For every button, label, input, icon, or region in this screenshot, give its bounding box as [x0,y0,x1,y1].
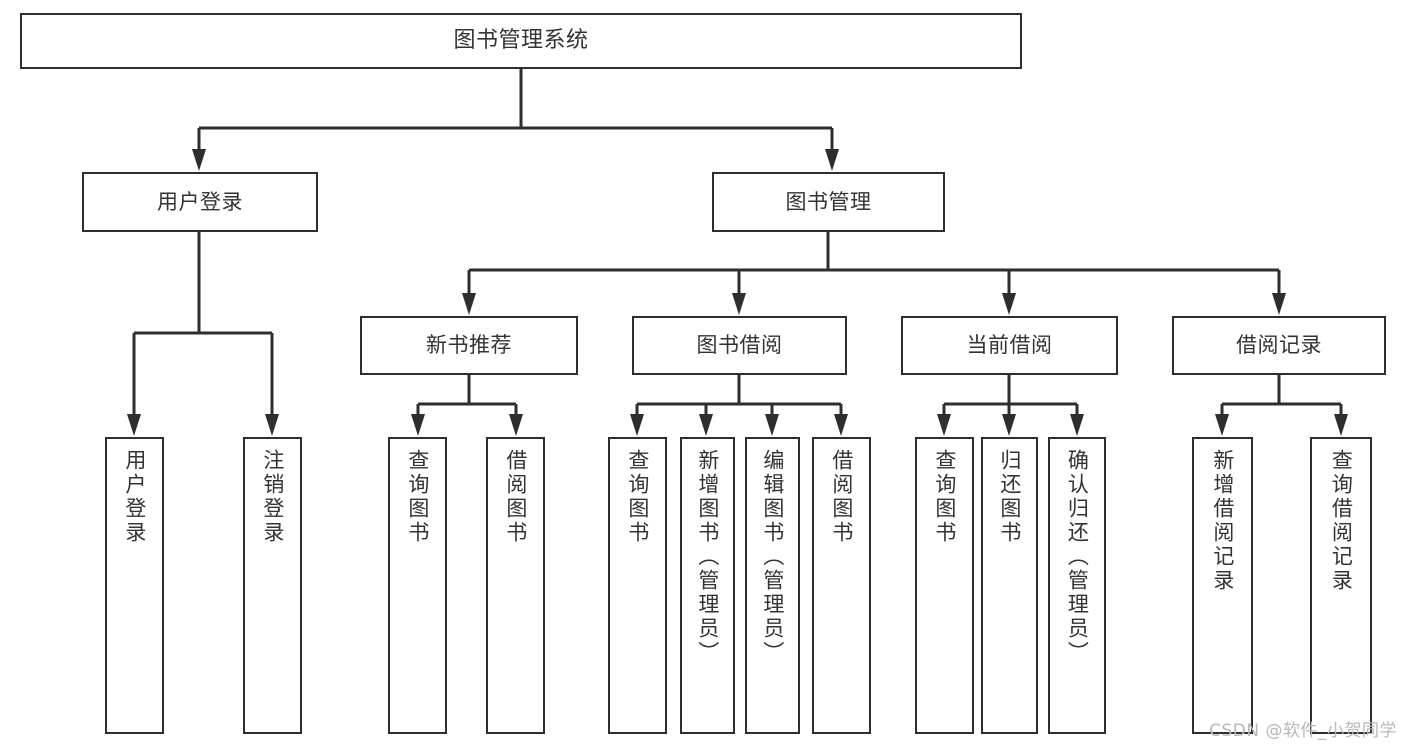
node-leaf-query-book-1: 查询图书 [388,437,447,734]
node-leaf-query-borrow-record: 查询借阅记录 [1310,437,1372,734]
node-leaf-return-book: 归还图书 [981,437,1038,734]
node-leaf-borrow-book-1: 借阅图书 [486,437,545,734]
node-label: 查询图书 [932,449,957,545]
arrowhead [1002,414,1016,436]
connector-path [197,69,834,160]
arrowhead [630,414,644,436]
node-label: 借阅图书 [503,449,528,545]
watermark: CSDN @软件_小贺同学 [1209,721,1397,741]
node-leaf-add-book-admin: 新增图书（管理员） [680,437,735,734]
arrowhead [265,414,279,436]
arrowhead [1272,293,1286,315]
node-leaf-user-login: 用户登录 [105,437,164,734]
node-label: 图书借阅 [696,333,783,358]
arrowhead [765,414,779,436]
node-new-book-recommend: 新书推荐 [360,316,578,375]
node-root-system: 图书管理系统 [20,13,1022,69]
arrowhead [411,414,425,436]
node-label: 新增图书（管理员） [695,449,720,665]
connector-path [1220,375,1343,425]
arrowhead [699,414,713,436]
node-label: 当前借阅 [966,333,1053,358]
node-label: 确认归还（管理员） [1065,449,1090,665]
connector-path [416,375,518,425]
node-label: 借阅记录 [1236,333,1322,358]
node-leaf-confirm-return-admin: 确认归还（管理员） [1048,437,1106,734]
node-leaf-query-book-2: 查询图书 [608,437,667,734]
node-current-borrow: 当前借阅 [901,316,1118,375]
arrowhead [127,414,141,436]
node-label: 新书推荐 [426,333,512,358]
node-label: 查询图书 [405,449,430,545]
connector-path [132,232,274,425]
node-label: 用户登录 [157,189,243,214]
arrowhead [509,414,523,436]
node-label: 新增借阅记录 [1210,449,1235,593]
node-leaf-add-borrow-record: 新增借阅记录 [1192,437,1253,734]
node-borrow-record: 借阅记录 [1172,316,1386,375]
node-leaf-edit-book-admin: 编辑图书（管理员） [745,437,800,734]
node-label: 注销登录 [260,449,285,545]
node-label: 归还图书 [997,449,1022,545]
node-leaf-logout-login: 注销登录 [243,437,302,734]
node-label: 用户登录 [122,449,147,545]
connector-path [942,375,1079,425]
arrowhead [462,293,476,315]
arrowhead [192,149,206,171]
arrowhead [1215,414,1229,436]
node-label: 查询借阅记录 [1329,449,1354,593]
node-label: 图书管理系统 [453,28,589,54]
arrowhead [937,414,951,436]
arrowhead [834,414,848,436]
node-label: 借阅图书 [829,449,854,545]
arrowhead [1002,293,1016,315]
connector-path [635,375,843,425]
node-label: 编辑图书（管理员） [760,449,785,665]
node-leaf-query-book-3: 查询图书 [915,437,974,734]
arrowhead [825,149,839,171]
arrowhead [1070,414,1084,436]
node-leaf-borrow-book-2: 借阅图书 [812,437,871,734]
arrowhead [1334,414,1348,436]
node-label: 查询图书 [625,449,650,545]
connector-path [467,232,1281,304]
node-label: 图书管理 [785,189,872,214]
node-book-manage: 图书管理 [712,172,945,232]
node-book-borrow: 图书借阅 [632,316,847,375]
node-user-login: 用户登录 [82,172,318,232]
arrowhead [732,293,746,315]
